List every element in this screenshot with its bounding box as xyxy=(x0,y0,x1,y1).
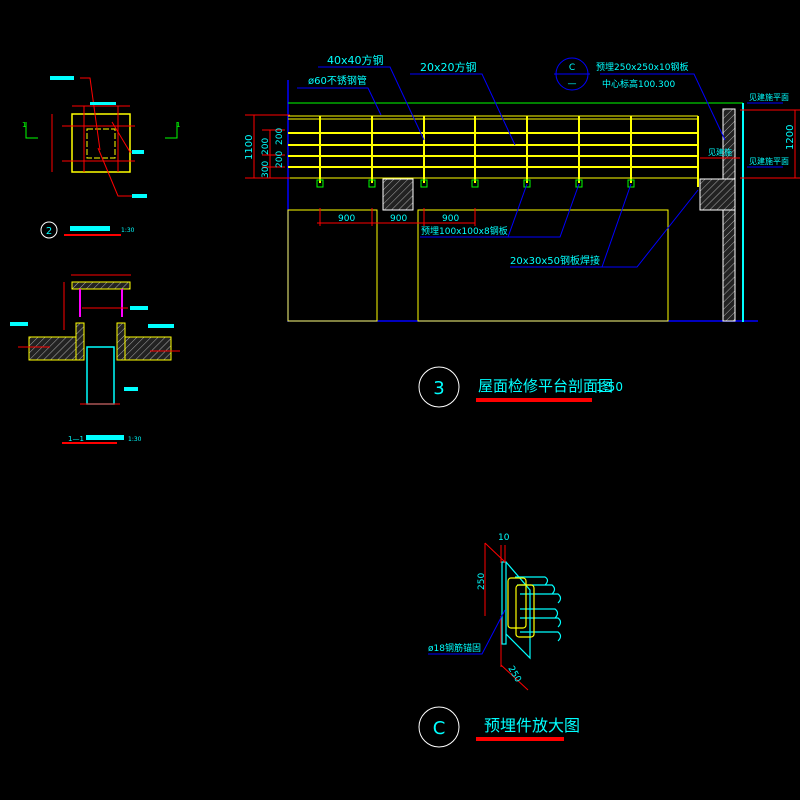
dim-900-b: 900 xyxy=(390,214,407,224)
section-3-title: 屋面检修平台剖面图 xyxy=(478,377,613,395)
dim-250-diagonal: 250 xyxy=(505,665,522,685)
dim-200-c: 200 xyxy=(275,151,285,168)
callout-c-letter: C xyxy=(569,63,575,73)
section-3-drawing: 40x40方钢 ø60不锈钢管 20x20方钢 C — 预埋250x250x10… xyxy=(244,53,800,408)
label-floor-ref-mid: 见建施平面 xyxy=(749,156,789,166)
base-plate xyxy=(523,179,531,188)
base-plate xyxy=(420,179,428,188)
section-mark-left: 1 xyxy=(22,121,26,129)
detail-2-plan: 1 1 2 1:30 xyxy=(22,76,180,239)
dim-10: 10 xyxy=(498,533,510,543)
base-plate xyxy=(575,179,583,188)
railing xyxy=(288,115,699,187)
wall xyxy=(722,108,736,322)
label-weld-plate: 20x30x50钢板焊接 xyxy=(510,254,600,267)
section-1-1-drawing: 1—1 1:30 xyxy=(10,274,180,444)
section-mark-right: 1 xyxy=(176,121,180,129)
label-square-tube-40: 40x40方钢 xyxy=(327,53,384,67)
section-3-number: 3 xyxy=(433,378,444,399)
dim-900-c: 900 xyxy=(442,214,459,224)
detail-c-number: C xyxy=(433,718,446,739)
detail-c-drawing: 10 250 250 ø18钢筋锚固 C 预埋件放大图 xyxy=(418,533,580,748)
label-steel-pipe: ø60不锈钢管 xyxy=(308,74,367,87)
base-plate xyxy=(627,179,635,188)
label-square-tube-20: 20x20方钢 xyxy=(420,60,477,74)
dim-1200: 1200 xyxy=(785,125,796,150)
label-anchor-rebar: ø18钢筋锚固 xyxy=(428,642,481,654)
label-wall-ref: 见建施 xyxy=(708,147,732,157)
title-underline xyxy=(476,737,564,741)
dim-250: 250 xyxy=(477,573,487,590)
base-plate xyxy=(316,179,324,188)
dim-300: 300 xyxy=(261,161,271,178)
section-1-1-title: 1—1 xyxy=(68,435,84,443)
label-embedded-plate: 预埋250x250x10钢板 xyxy=(596,61,688,73)
label-base-plate: 预埋100x100x8钢板 xyxy=(421,225,508,237)
label-elevation: 中心标高100.300 xyxy=(602,78,675,90)
dim-200-a: 200 xyxy=(261,138,271,155)
callout-c-sub: — xyxy=(568,79,577,89)
dim-1100: 1100 xyxy=(244,135,255,160)
section-3-scale: 1:50 xyxy=(596,380,623,394)
dim-900-a: 900 xyxy=(338,214,355,224)
detail-2-scale: 1:30 xyxy=(121,227,135,234)
title-underline xyxy=(476,398,592,402)
base-plate xyxy=(471,179,479,188)
detail-c-title: 预埋件放大图 xyxy=(484,716,580,735)
concrete-beam xyxy=(382,178,414,211)
section-1-1-scale: 1:30 xyxy=(128,436,142,443)
base-plate xyxy=(368,179,376,188)
label-floor-ref-top: 见建施平面 xyxy=(749,92,789,102)
dim-200-b: 200 xyxy=(275,128,285,145)
detail-2-number: 2 xyxy=(46,226,52,237)
